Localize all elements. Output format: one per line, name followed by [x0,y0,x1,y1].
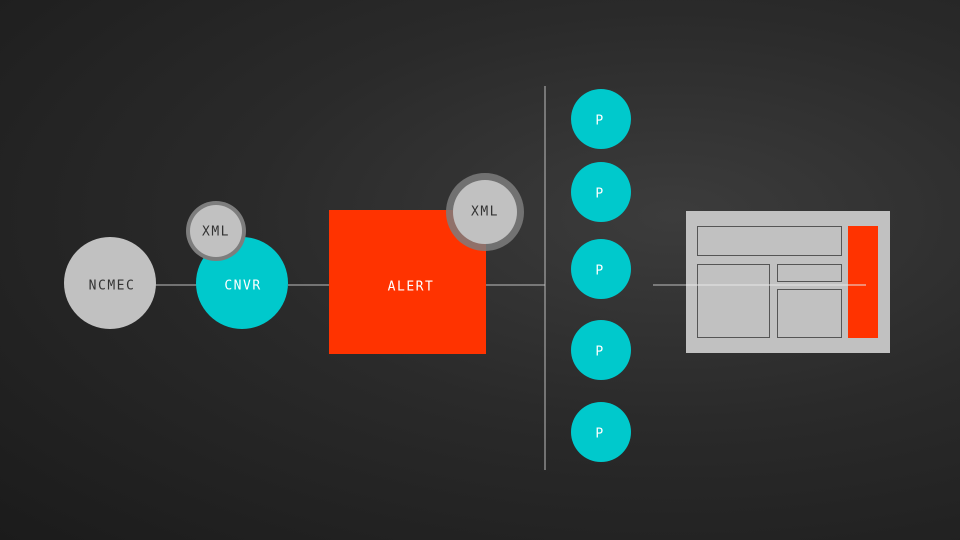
processor-label: P [595,345,604,360]
dashboard-alert-sidebar [848,226,878,338]
processor-node: P [571,162,631,222]
processor-node: P [571,402,631,462]
dashboard-lower-panel [777,289,842,338]
processor-label: P [595,264,604,279]
processor-label: P [595,114,604,129]
converter-label: CNVR [224,279,261,294]
processor-label: P [595,187,604,202]
processor-node: P [571,239,631,299]
dashboard-wireframe-icon [686,211,890,353]
dashboard-left-panel [697,264,770,338]
processor-label: P [595,427,604,442]
xml-badge-converter-label: XML [202,225,230,240]
dashboard-small-panel [777,264,842,282]
xml-badge-alert-label: XML [471,205,499,220]
xml-badge-alert: XML [446,173,524,251]
xml-badge-converter: XML [186,201,246,261]
processor-node: P [571,89,631,149]
alert-label: ALERT [388,280,435,295]
ncmec-label: NCMEC [89,279,136,294]
dashboard-header-panel [697,226,842,256]
ncmec-node: NCMEC [64,237,156,329]
processor-node: P [571,320,631,380]
